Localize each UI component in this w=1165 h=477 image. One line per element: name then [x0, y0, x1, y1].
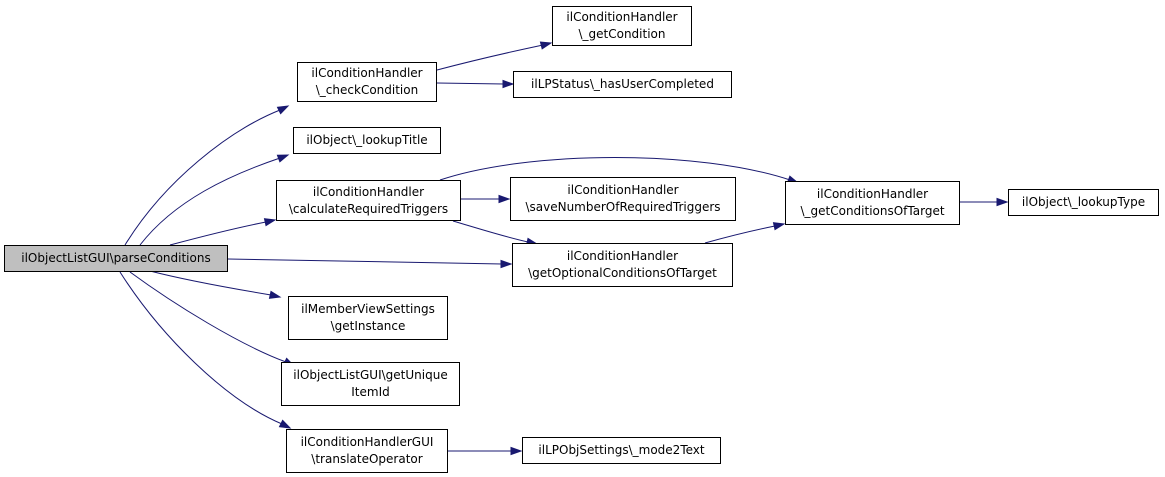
node-parse-conditions: ilObjectListGUI\parseConditions: [4, 245, 228, 272]
node-label: ilObjectListGUI\getUnique ItemId: [293, 368, 448, 399]
node-label: ilLPObjSettings\_mode2Text: [538, 443, 705, 457]
edge-check-get-condition: [436, 44, 544, 71]
edge-root-check-condition-arrowhead: [276, 105, 290, 115]
edge-check-has-user-completed: [436, 82, 505, 85]
node-label: ilConditionHandler \getOptionalCondition…: [528, 249, 717, 280]
edge-root-get-optional-arrowhead: [500, 259, 513, 269]
edge-conditions-lookup-type-arrowhead: [996, 197, 1009, 207]
node-lookup-type[interactable]: ilObject\_lookupType: [1008, 189, 1159, 216]
edge-calc-get-optional: [452, 220, 529, 243]
node-label: ilConditionHandler \_checkCondition: [311, 66, 423, 97]
edge-optional-get-conditions-of-target-arrowhead: [772, 222, 786, 231]
edge-root-calculate-required-arrowhead: [263, 218, 277, 227]
node-label: ilLPStatus\_hasUserCompleted: [531, 77, 714, 91]
node-mode2text[interactable]: ilLPObjSettings\_mode2Text: [522, 437, 721, 464]
node-label: ilConditionHandler \saveNumberOfRequired…: [525, 183, 721, 214]
edge-root-get-optional: [227, 258, 503, 265]
node-translate-operator[interactable]: ilConditionHandlerGUI \translateOperator: [286, 429, 448, 473]
edge-calc-save-number-arrowhead: [498, 194, 511, 204]
node-calculate-required-triggers[interactable]: ilConditionHandler \calculateRequiredTri…: [276, 180, 461, 221]
edge-check-has-user-completed-arrowhead: [502, 79, 515, 89]
node-get-unique-item-id[interactable]: ilObjectListGUI\getUnique ItemId: [281, 362, 460, 406]
node-member-view-settings[interactable]: ilMemberViewSettings \getInstance: [288, 296, 448, 340]
node-label: ilConditionHandler \calculateRequiredTri…: [288, 184, 449, 216]
edge-root-lookup-title-arrowhead: [276, 154, 290, 163]
edge-translate-mode2text-arrowhead: [510, 446, 523, 456]
node-lookup-title[interactable]: ilObject\_lookupTitle: [293, 127, 441, 154]
node-check-condition[interactable]: ilConditionHandler \_checkCondition: [297, 62, 437, 102]
edge-check-get-condition-arrowhead: [539, 41, 553, 50]
node-label: ilConditionHandler \_getConditionsOfTarg…: [800, 187, 945, 218]
node-has-user-completed[interactable]: ilLPStatus\_hasUserCompleted: [513, 71, 732, 98]
edge-root-calculate-required: [169, 221, 267, 246]
edge-optional-get-conditions-of-target: [704, 225, 776, 244]
edge-root-translate-op-arrowhead: [278, 419, 292, 429]
edge-calc-get-conditions-of-target: [439, 157, 791, 181]
node-label: ilConditionHandler \_getCondition: [566, 10, 678, 41]
node-save-number-of-required-triggers[interactable]: ilConditionHandler \saveNumberOfRequired…: [510, 177, 736, 221]
edge-root-translate-op: [119, 271, 283, 425]
node-label: ilMemberViewSettings \getInstance: [301, 302, 435, 333]
edge-root-check-condition: [124, 109, 281, 246]
node-label: ilObject\_lookupTitle: [306, 133, 428, 147]
node-label: ilConditionHandlerGUI \translateOperator: [300, 435, 434, 466]
node-label: ilObjectListGUI\parseConditions: [21, 251, 211, 265]
edge-root-lookup-title: [139, 157, 281, 246]
edge-root-member-view-arrowhead: [268, 290, 282, 299]
node-label: ilObject\_lookupType: [1021, 195, 1146, 209]
node-get-optional-conditions-of-target[interactable]: ilConditionHandler \getOptionalCondition…: [512, 243, 733, 287]
node-get-condition[interactable]: ilConditionHandler \_getCondition: [552, 6, 692, 46]
edge-root-unique-item: [129, 271, 287, 363]
edge-root-member-view: [149, 270, 272, 296]
node-get-conditions-of-target[interactable]: ilConditionHandler \_getConditionsOfTarg…: [785, 181, 960, 225]
